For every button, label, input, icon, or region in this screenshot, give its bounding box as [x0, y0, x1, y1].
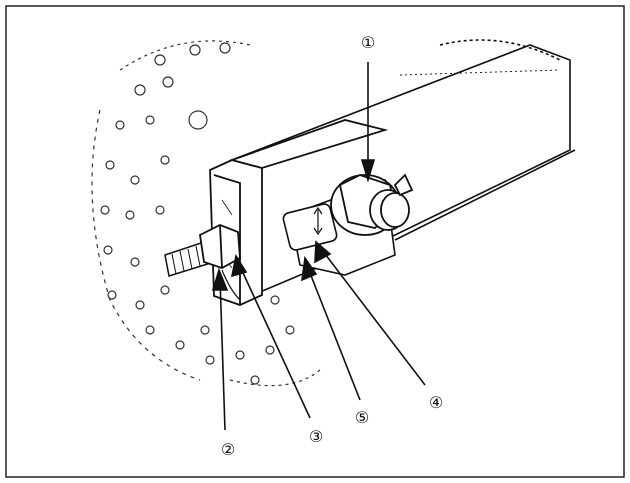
callout-5: ⑤	[355, 408, 369, 427]
bracket-nut	[330, 173, 414, 236]
figure-frame	[5, 5, 625, 478]
arrow-head-5	[301, 255, 318, 282]
wheel-background	[91, 40, 321, 387]
callout-labels: ① ② ③ ⑤ ④	[221, 33, 443, 459]
arrow-head-2	[211, 267, 229, 291]
callout-1: ①	[361, 33, 375, 52]
lock-nut	[199, 224, 241, 301]
callout-2: ②	[221, 440, 235, 459]
arrow-head-4	[314, 240, 332, 264]
arm-body	[231, 39, 576, 294]
leader-lines	[211, 62, 426, 431]
arrow-head-1	[360, 159, 376, 183]
callout-4: ④	[429, 393, 443, 412]
callout-3: ③	[309, 427, 323, 446]
arrow-head-3	[230, 253, 248, 278]
